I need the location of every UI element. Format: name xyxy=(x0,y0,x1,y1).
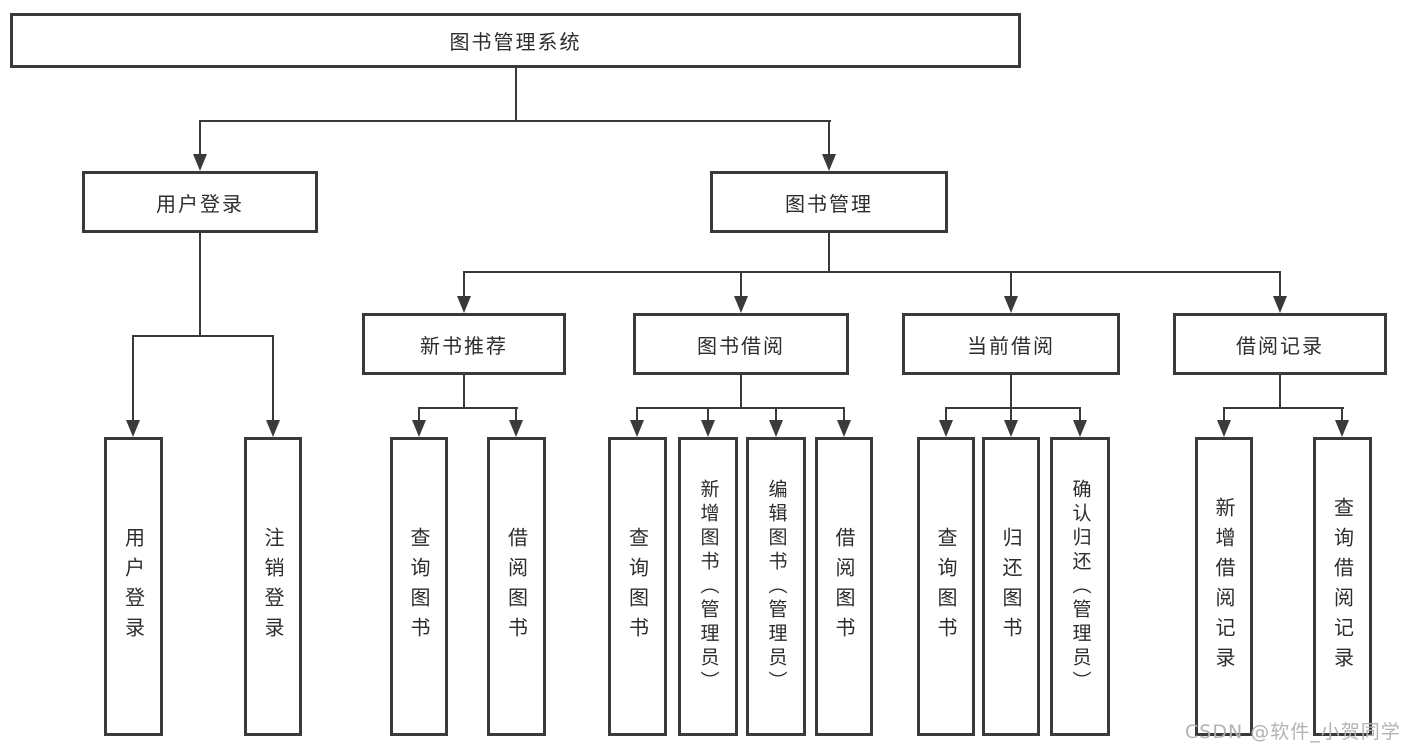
arrowhead-down-icon xyxy=(457,296,471,313)
node-library-management-system: 图书管理系统 xyxy=(10,13,1021,68)
node-label: 查询图书 xyxy=(934,526,958,647)
connector-line xyxy=(418,407,420,421)
arrowhead-down-icon xyxy=(837,420,851,437)
arrowhead-down-icon xyxy=(701,420,715,437)
connector-line xyxy=(1279,271,1281,297)
node-label: 新增图书（管理员） xyxy=(697,478,720,695)
arrowhead-down-icon xyxy=(630,420,644,437)
arrowhead-down-icon xyxy=(1273,296,1287,313)
arrowhead-down-icon xyxy=(1004,296,1018,313)
node-borrowing-records: 借阅记录 xyxy=(1173,313,1387,375)
connector-line xyxy=(1223,407,1344,409)
arrowhead-down-icon xyxy=(1217,420,1231,437)
connector-line xyxy=(1010,407,1012,421)
node-label: 查询借阅记录 xyxy=(1330,496,1355,677)
connector-line xyxy=(272,335,274,421)
arrowhead-down-icon xyxy=(939,420,953,437)
node-label: 新增借阅记录 xyxy=(1212,496,1236,677)
node-label: 图书管理 xyxy=(785,191,873,216)
connector-line xyxy=(1341,407,1343,421)
connector-line xyxy=(1010,271,1012,297)
node-current-borrowing: 当前借阅 xyxy=(902,313,1120,375)
arrowhead-down-icon xyxy=(769,420,783,437)
connector-line xyxy=(1279,375,1281,409)
node-label: 编辑图书（管理员） xyxy=(765,478,788,695)
node-label: 图书借阅 xyxy=(697,333,785,358)
node-book-management-group: 图书管理 xyxy=(710,171,948,233)
node-label: 查询图书 xyxy=(407,526,431,647)
arrowhead-down-icon xyxy=(266,420,280,437)
connector-line xyxy=(1223,407,1225,421)
leaf-edit-books-admin: 编辑图书（管理员） xyxy=(746,437,806,736)
leaf-query-borrow-record: 查询借阅记录 xyxy=(1313,437,1372,736)
arrowhead-down-icon xyxy=(1004,420,1018,437)
node-label: 用户登录 xyxy=(121,526,146,647)
arrowhead-down-icon xyxy=(1073,420,1087,437)
arrowhead-down-icon xyxy=(734,296,748,313)
connector-line xyxy=(843,407,845,421)
arrowhead-down-icon xyxy=(822,154,836,171)
leaf-query-books-borrowing: 查询图书 xyxy=(608,437,667,736)
node-user-login-group: 用户登录 xyxy=(82,171,318,233)
connector-line xyxy=(199,233,201,337)
leaf-logout: 注销登录 xyxy=(244,437,302,736)
node-label: 注销登录 xyxy=(261,526,285,647)
connector-line xyxy=(132,335,274,337)
leaf-query-books-recommend: 查询图书 xyxy=(390,437,448,736)
connector-line xyxy=(740,375,742,409)
connector-line xyxy=(199,120,201,156)
node-label: 当前借阅 xyxy=(967,333,1055,358)
connector-line xyxy=(199,120,831,122)
leaf-add-books-admin: 新增图书（管理员） xyxy=(678,437,738,736)
connector-line xyxy=(1079,407,1081,421)
node-label: 借阅图书 xyxy=(504,526,529,647)
leaf-borrow-books-borrowing: 借阅图书 xyxy=(815,437,873,736)
connector-line xyxy=(828,233,830,273)
connector-line xyxy=(828,120,830,156)
connector-line xyxy=(636,407,845,409)
arrowhead-down-icon xyxy=(126,420,140,437)
node-new-book-recommendation: 新书推荐 xyxy=(362,313,566,375)
arrowhead-down-icon xyxy=(193,154,207,171)
csdn-watermark: CSDN @软件_小贺同学 xyxy=(1185,721,1401,743)
connector-line xyxy=(515,407,517,421)
leaf-query-books-current: 查询图书 xyxy=(917,437,975,736)
arrowhead-down-icon xyxy=(1335,420,1349,437)
leaf-add-borrow-record: 新增借阅记录 xyxy=(1195,437,1253,736)
connector-line xyxy=(740,271,742,297)
connector-line xyxy=(463,271,1281,273)
node-label: 借阅图书 xyxy=(832,526,856,647)
node-book-borrowing: 图书借阅 xyxy=(633,313,849,375)
connector-line xyxy=(945,407,947,421)
connector-line xyxy=(418,407,518,409)
node-label: 借阅记录 xyxy=(1236,333,1324,358)
node-label: 归还图书 xyxy=(999,526,1023,647)
leaf-confirm-return-admin: 确认归还（管理员） xyxy=(1050,437,1110,736)
node-label: 用户登录 xyxy=(156,191,244,216)
connector-line xyxy=(707,407,709,421)
node-label: 图书管理系统 xyxy=(449,30,582,54)
arrowhead-down-icon xyxy=(509,420,523,437)
connector-line xyxy=(515,68,517,122)
node-label: 查询图书 xyxy=(625,526,650,647)
leaf-return-books: 归还图书 xyxy=(982,437,1040,736)
connector-line xyxy=(775,407,777,421)
connector-line xyxy=(1010,375,1012,409)
leaf-user-login: 用户登录 xyxy=(104,437,163,736)
node-label: 新书推荐 xyxy=(420,333,508,358)
node-label: 确认归还（管理员） xyxy=(1069,478,1092,695)
connector-line xyxy=(463,375,465,409)
leaf-borrow-books-recommend: 借阅图书 xyxy=(487,437,546,736)
connector-line xyxy=(132,335,134,421)
arrowhead-down-icon xyxy=(412,420,426,437)
connector-line xyxy=(945,407,1081,409)
connector-line xyxy=(463,271,465,297)
connector-line xyxy=(636,407,638,421)
